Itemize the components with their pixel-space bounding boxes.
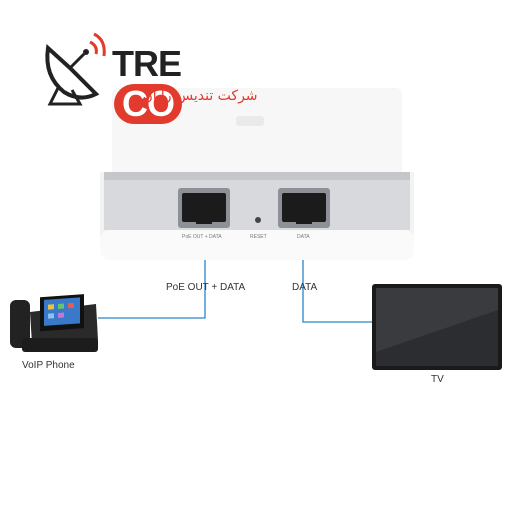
reset-button [255,217,261,223]
port-right-printed-label: DATA [297,234,310,240]
voip-phone-label: VoIP Phone [22,360,75,371]
poe-out-port [178,188,230,228]
data-label: DATA [292,282,318,293]
voip-phone-image [10,294,98,352]
poe-cable-line [98,232,206,319]
reset-printed-label: RESET [250,234,267,240]
brand-main-text: TRE [112,43,182,84]
brand-name: TRECO [112,44,250,124]
port-left-printed-label: PoE OUT + DATA [182,234,222,240]
company-logo: TRECO شرکت تندیس رایان [40,28,258,124]
brand-accent-text: CO [114,84,182,124]
tv-label: TV [431,374,444,385]
data-port [278,188,330,228]
tv-image [372,284,502,370]
poe-out-data-label: PoE OUT + DATA [166,282,246,293]
data-cable-line [302,232,372,323]
brand-subtitle: شرکت تندیس رایان [142,88,258,104]
access-point-device [100,88,414,260]
satellite-dish-icon [45,32,106,106]
